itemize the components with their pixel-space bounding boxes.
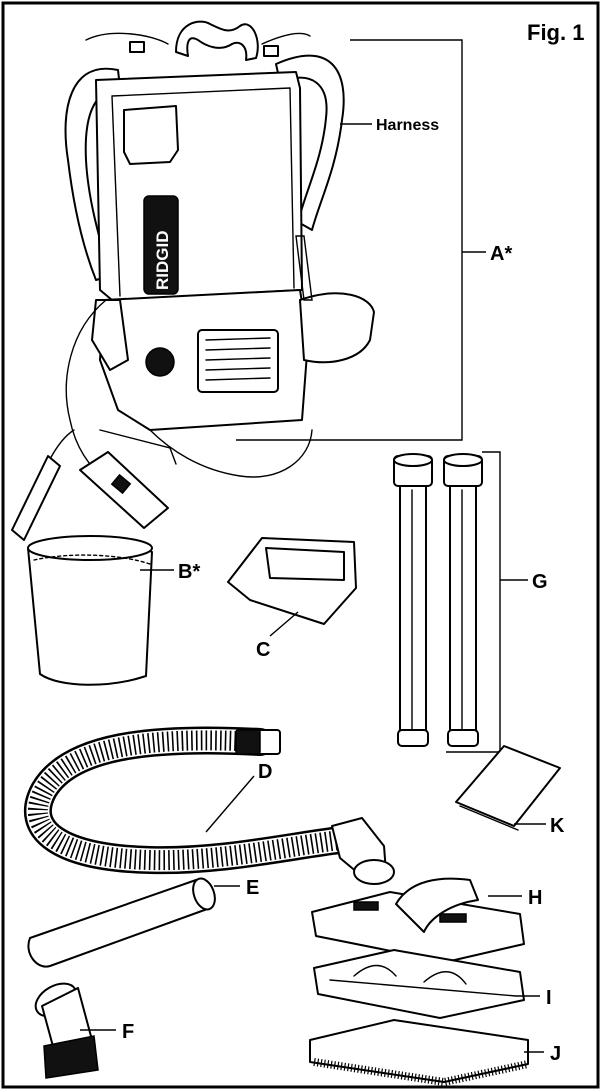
harness-top-handle xyxy=(175,20,259,61)
label-harness: Harness xyxy=(376,117,439,134)
hose-corrugation xyxy=(28,730,342,871)
floor-nozzle-neck xyxy=(395,877,479,933)
crevice-tool-cuff xyxy=(192,877,216,911)
hose-elbow-opening xyxy=(353,859,395,885)
harness-buckle-right xyxy=(263,45,279,57)
part-a-backpack-vacuum: RIDGID xyxy=(11,20,486,541)
manual-booklet xyxy=(455,745,561,827)
vacuum-lid-latch xyxy=(123,105,179,165)
hose-cuff-ring xyxy=(235,729,261,755)
hose-cuff xyxy=(257,729,281,755)
part-h-floor-nozzle xyxy=(311,877,525,963)
wand-left-tube xyxy=(399,485,427,737)
label-j: J xyxy=(550,1043,561,1065)
label-i: I xyxy=(546,987,552,1009)
bracket-a xyxy=(236,39,463,441)
part-i-squeegee xyxy=(313,949,540,1019)
figure-title: Fig. 1 xyxy=(527,20,584,45)
filter-bag-seam xyxy=(33,554,151,565)
filter-bag-body xyxy=(27,539,153,686)
label-b: B* xyxy=(178,561,200,583)
part-e-crevice-tool xyxy=(27,877,240,968)
filter-bag-rim xyxy=(27,535,153,561)
harness-buckle-left xyxy=(129,41,145,53)
squeegee-base xyxy=(313,949,525,1019)
cord-plug xyxy=(11,455,61,541)
wand-left-top xyxy=(393,453,433,467)
label-k: K xyxy=(550,815,565,837)
part-k-manual xyxy=(455,745,561,831)
exhaust-grille-slots xyxy=(205,337,271,381)
label-h: H xyxy=(528,887,542,909)
bracket-g xyxy=(446,451,501,753)
dusting-brush-bristles xyxy=(43,1035,99,1079)
label-g: G xyxy=(532,571,548,593)
part-g-extension-wands xyxy=(393,451,528,753)
part-d-hose xyxy=(24,726,395,885)
part-c-filter-frame xyxy=(227,537,357,637)
tool-holder xyxy=(299,292,375,364)
exhaust-grille xyxy=(197,329,279,393)
leader-d xyxy=(205,775,255,833)
crevice-tool-body xyxy=(27,878,215,968)
part-b-filter-bag xyxy=(27,535,174,686)
label-c: C xyxy=(256,639,270,661)
part-j-brush-strip xyxy=(309,1019,544,1087)
floor-nozzle-pad-right xyxy=(439,913,467,923)
power-cord-loop xyxy=(149,429,313,478)
label-f: F xyxy=(122,1021,134,1043)
brand-logo: RIDGID xyxy=(153,231,172,291)
brand-plate xyxy=(143,195,179,295)
wand-right-end xyxy=(447,729,479,747)
vacuum-body-edges xyxy=(111,87,295,297)
wand-left-end xyxy=(397,729,429,747)
part-f-dusting-brush xyxy=(34,982,116,1079)
manual-pages xyxy=(459,805,519,831)
harness-strap-right xyxy=(275,54,345,231)
wand-right-tube xyxy=(449,485,477,737)
floor-nozzle-pad-left xyxy=(353,901,379,911)
harness-strap-upper-right xyxy=(261,32,311,45)
label-e: E xyxy=(246,877,259,899)
vacuum-body xyxy=(95,71,303,301)
leader-c xyxy=(269,611,299,637)
wand-clip xyxy=(295,235,313,301)
label-d: D xyxy=(258,761,272,783)
label-a: A* xyxy=(490,243,512,265)
power-switch-knob xyxy=(145,347,175,377)
wand-right-top xyxy=(443,453,483,467)
harness-strap-left xyxy=(64,67,121,281)
cord-strain-relief xyxy=(99,429,177,465)
brush-strip-base xyxy=(309,1019,529,1083)
squeegee-ribs xyxy=(329,964,517,997)
harness-strap-upper-left xyxy=(85,32,169,45)
filter-frame-opening xyxy=(265,547,345,581)
side-grille xyxy=(91,299,129,371)
cord-switch-rocker xyxy=(110,473,132,495)
